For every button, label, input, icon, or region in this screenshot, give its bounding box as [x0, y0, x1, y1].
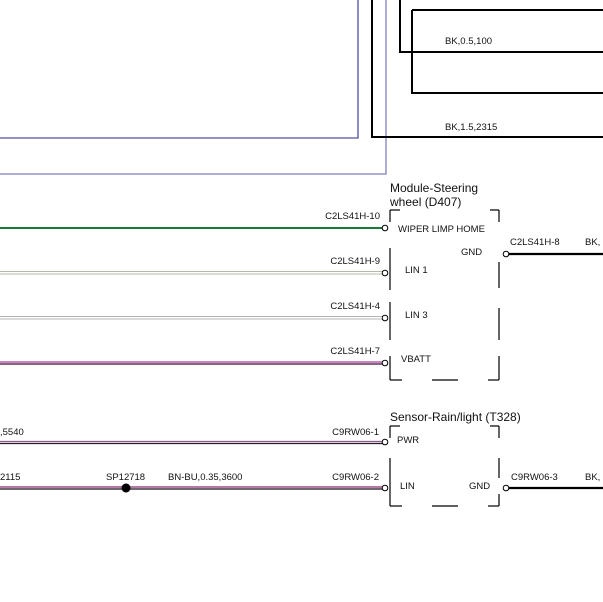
blue-frame-inner: [0, 0, 359, 139]
top-black-wires: BK,0.5,100 BK,1.5,2315: [371, 0, 603, 138]
wire-label-bn-bu: BN-BU,0.35,3600: [168, 472, 242, 483]
pin-symbols-sensor: [381, 438, 510, 492]
connector-c2ls41h-8: C2LS41H-8: [510, 237, 560, 248]
splice-dot[interactable]: [121, 483, 131, 493]
pin-symbols-module: [381, 224, 510, 367]
module-steering-title-2: wheel (D407): [389, 195, 461, 209]
sensor-rain-outline: [389, 425, 500, 507]
connector-c2ls41h-4: C2LS41H-4: [330, 301, 380, 312]
wire-pwr[interactable]: [0, 440, 384, 445]
wire-label-bk-cut-module: BK,: [585, 237, 600, 248]
sensor-rain-title: Sensor-Rain/light (T328): [390, 410, 521, 424]
pin-gnd-sensor: GND: [469, 481, 490, 492]
wire-lin-rain[interactable]: [0, 486, 384, 490]
wire-lin-3[interactable]: [0, 316, 384, 320]
pin-wiper-limp-home: WIPER LIMP HOME: [398, 224, 485, 235]
black-wire-top-3: [411, 10, 603, 94]
wire-lin-1[interactable]: [0, 271, 384, 275]
module-steering-outline: [389, 209, 500, 381]
wire-vbatt[interactable]: [0, 361, 384, 365]
blue-frame-outer: [0, 0, 387, 175]
pin-pwr: PWR: [397, 435, 419, 446]
pin-gnd-module: GND: [461, 247, 482, 258]
wire-label-bk-1-5-2315: BK,1.5,2315: [445, 122, 497, 133]
connector-c9rw06-2: C9RW06-2: [332, 472, 379, 483]
black-wire-top-4: [371, 0, 603, 138]
module-steering-wheel[interactable]: Module-Steering wheel (D407): [0, 181, 603, 381]
pin-lin-3: LIN 3: [405, 310, 428, 321]
connector-c9rw06-1: C9RW06-1: [332, 427, 379, 438]
connector-c9rw06-3: C9RW06-3: [511, 472, 558, 483]
module-steering-title-1: Module-Steering: [390, 181, 478, 195]
top-blue-frames: [0, 0, 387, 175]
wire-label-2115-cut: 2115: [0, 472, 20, 483]
connector-c2ls41h-9: C2LS41H-9: [330, 256, 380, 267]
wire-label-bk-0-5-100: BK,0.5,100: [445, 36, 492, 47]
connector-c2ls41h-10: C2LS41H-10: [325, 211, 380, 222]
pin-lin-rain: LIN: [400, 481, 415, 492]
pin-lin-1: LIN 1: [405, 265, 428, 276]
black-wire-top-1: [399, 0, 603, 53]
wire-label-5540-cut: ,5540: [0, 427, 24, 438]
pin-vbatt: VBATT: [401, 354, 431, 365]
splice-label: SP12718: [106, 472, 145, 483]
wire-label-bk-cut-sensor: BK,: [585, 472, 600, 483]
connector-c2ls41h-7: C2LS41H-7: [330, 346, 380, 357]
sensor-rain-light[interactable]: Sensor-Rain/light (T328): [0, 410, 603, 507]
